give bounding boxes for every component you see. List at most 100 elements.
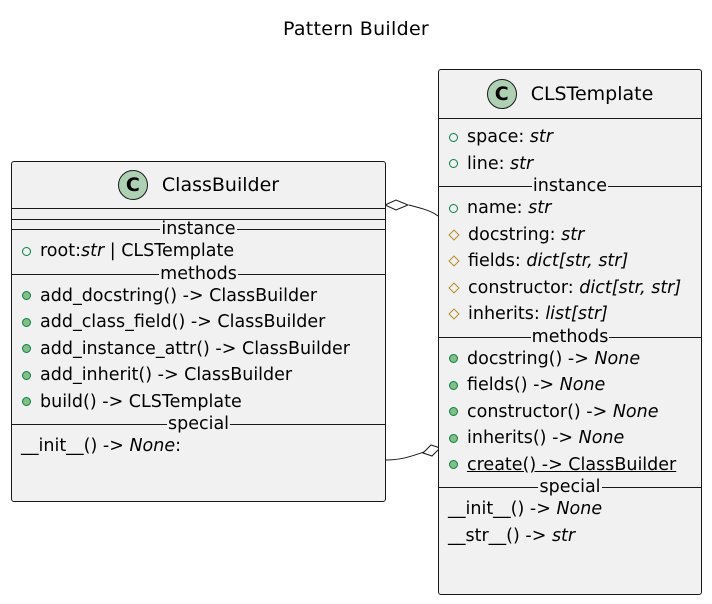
section-label: special (166, 414, 231, 434)
attribute-name: line: (467, 153, 511, 174)
diagram-title: Pattern Builder (282, 18, 430, 40)
method-row: fields() -> None (439, 372, 701, 399)
protected-visibility-icon (448, 229, 460, 241)
method-name: docstring() -> (467, 348, 595, 369)
attribute-row: root: str | CLSTemplate (12, 238, 385, 265)
attribute-type: dict[str, str] (579, 277, 682, 298)
public-method-icon (22, 317, 31, 327)
public-method-icon (449, 460, 458, 470)
attribute-type: str (80, 241, 105, 262)
method-row: add_class_field() -> ClassBuilder (12, 309, 385, 336)
method-row-static: create() -> ClassBuilder (439, 452, 701, 479)
method-name: fields() -> (467, 375, 560, 396)
aggregation-line-instance (408, 204, 439, 217)
class-header: C CLSTemplate (439, 70, 701, 119)
method-text: add_inherit() -> ClassBuilder (40, 365, 293, 386)
section-label: special (538, 477, 602, 497)
method-name: __str__() -> (448, 525, 552, 546)
attribute-name: space: (467, 127, 530, 148)
section-separator-instance: instance (439, 177, 701, 195)
protected-visibility-icon (448, 308, 460, 320)
class-attribute-row: space: str (439, 124, 701, 151)
method-row: add_instance_attr() -> ClassBuilder (12, 336, 385, 363)
class-header: C ClassBuilder (12, 162, 385, 209)
method-row: build() -> CLSTemplate (12, 389, 385, 416)
method-return-type: None (129, 436, 176, 457)
method-return-type: None (556, 499, 603, 520)
attribute-type: dict[str, str] (526, 251, 629, 272)
method-text: build() -> CLSTemplate (40, 391, 242, 412)
method-return-type: None (612, 401, 659, 422)
class-attribute-row: line: str (439, 151, 701, 178)
section-label: methods (530, 326, 610, 347)
method-return-type: None (594, 348, 641, 369)
static-method-text: create() -> ClassBuilder (467, 454, 677, 475)
method-row: inherits() -> None (439, 425, 701, 452)
public-method-icon (22, 370, 31, 380)
method-suffix: : (175, 436, 181, 457)
public-visibility-icon (449, 132, 458, 142)
special-method-row: __str__() -> str (439, 523, 701, 550)
method-return-type: str (551, 525, 576, 546)
section-separator-methods: methods (12, 263, 385, 284)
section-separator-instance: instance (12, 220, 385, 238)
attribute-name: inherits: (468, 304, 546, 325)
aggregation-diamond-instance (383, 199, 410, 211)
section-label: instance (531, 176, 609, 196)
attribute-type: str (510, 153, 534, 174)
public-method-icon (449, 433, 458, 443)
method-row: add_inherit() -> ClassBuilder (12, 362, 385, 389)
class-classbuilder[interactable]: C ClassBuilder instance root: str | CLST… (11, 161, 386, 502)
method-name: constructor() -> (467, 401, 613, 422)
attribute-name: docstring: (468, 224, 562, 245)
section-separator-methods: methods (439, 326, 701, 347)
special-method-row: __init__() -> None: (12, 433, 385, 460)
attribute-suffix: | CLSTemplate (104, 241, 235, 262)
public-visibility-icon (449, 159, 458, 169)
class-badge-icon: C (117, 170, 148, 200)
section-separator-special: special (12, 415, 385, 433)
protected-visibility-icon (448, 255, 460, 267)
attribute-row: name: str (439, 195, 701, 222)
protected-visibility-icon (448, 282, 460, 294)
attribute-type: str (528, 198, 552, 219)
attribute-type: str (561, 224, 585, 245)
attribute-name: constructor: (468, 277, 580, 298)
method-name: inherits() -> (467, 428, 579, 449)
special-method-row: __init__() -> None (439, 496, 701, 523)
attribute-row: docstring: str (439, 222, 701, 249)
method-text: add_instance_attr() -> ClassBuilder (40, 338, 350, 359)
class-clstemplate[interactable]: C CLSTemplate space: str line: str insta… (438, 69, 702, 595)
attribute-name: fields: (468, 251, 527, 272)
section-separator-special: special (439, 478, 701, 496)
method-text: add_docstring() -> ClassBuilder (40, 285, 318, 306)
aggregation-line-special (385, 451, 425, 461)
method-row: docstring() -> None (439, 346, 701, 373)
empty-compartment (12, 209, 385, 220)
attribute-name: name: (467, 198, 529, 219)
method-name: __init__() -> (448, 499, 557, 520)
class-name: CLSTemplate (530, 83, 654, 105)
public-method-icon (22, 344, 31, 354)
method-row: add_docstring() -> ClassBuilder (12, 283, 385, 310)
attribute-type: str (529, 127, 553, 148)
section-label: instance (160, 219, 237, 239)
class-badge-icon: C (486, 79, 517, 109)
public-visibility-icon (22, 246, 31, 256)
section-label: methods (159, 263, 238, 284)
class-name: ClassBuilder (161, 174, 280, 196)
public-visibility-icon (449, 203, 458, 213)
attribute-type: list[str] (545, 304, 608, 325)
public-method-icon (449, 407, 458, 417)
method-name: __init__() -> (21, 436, 130, 457)
method-row: constructor() -> None (439, 399, 701, 426)
method-return-type: None (559, 375, 606, 396)
public-method-icon (22, 397, 31, 407)
method-text: add_class_field() -> ClassBuilder (40, 312, 326, 333)
public-method-icon (449, 354, 458, 364)
attribute-row: inherits: list[str] (439, 301, 701, 328)
public-method-icon (449, 380, 458, 390)
attribute-row: fields: dict[str, str] (439, 248, 701, 275)
attribute-name: root: (40, 241, 81, 262)
